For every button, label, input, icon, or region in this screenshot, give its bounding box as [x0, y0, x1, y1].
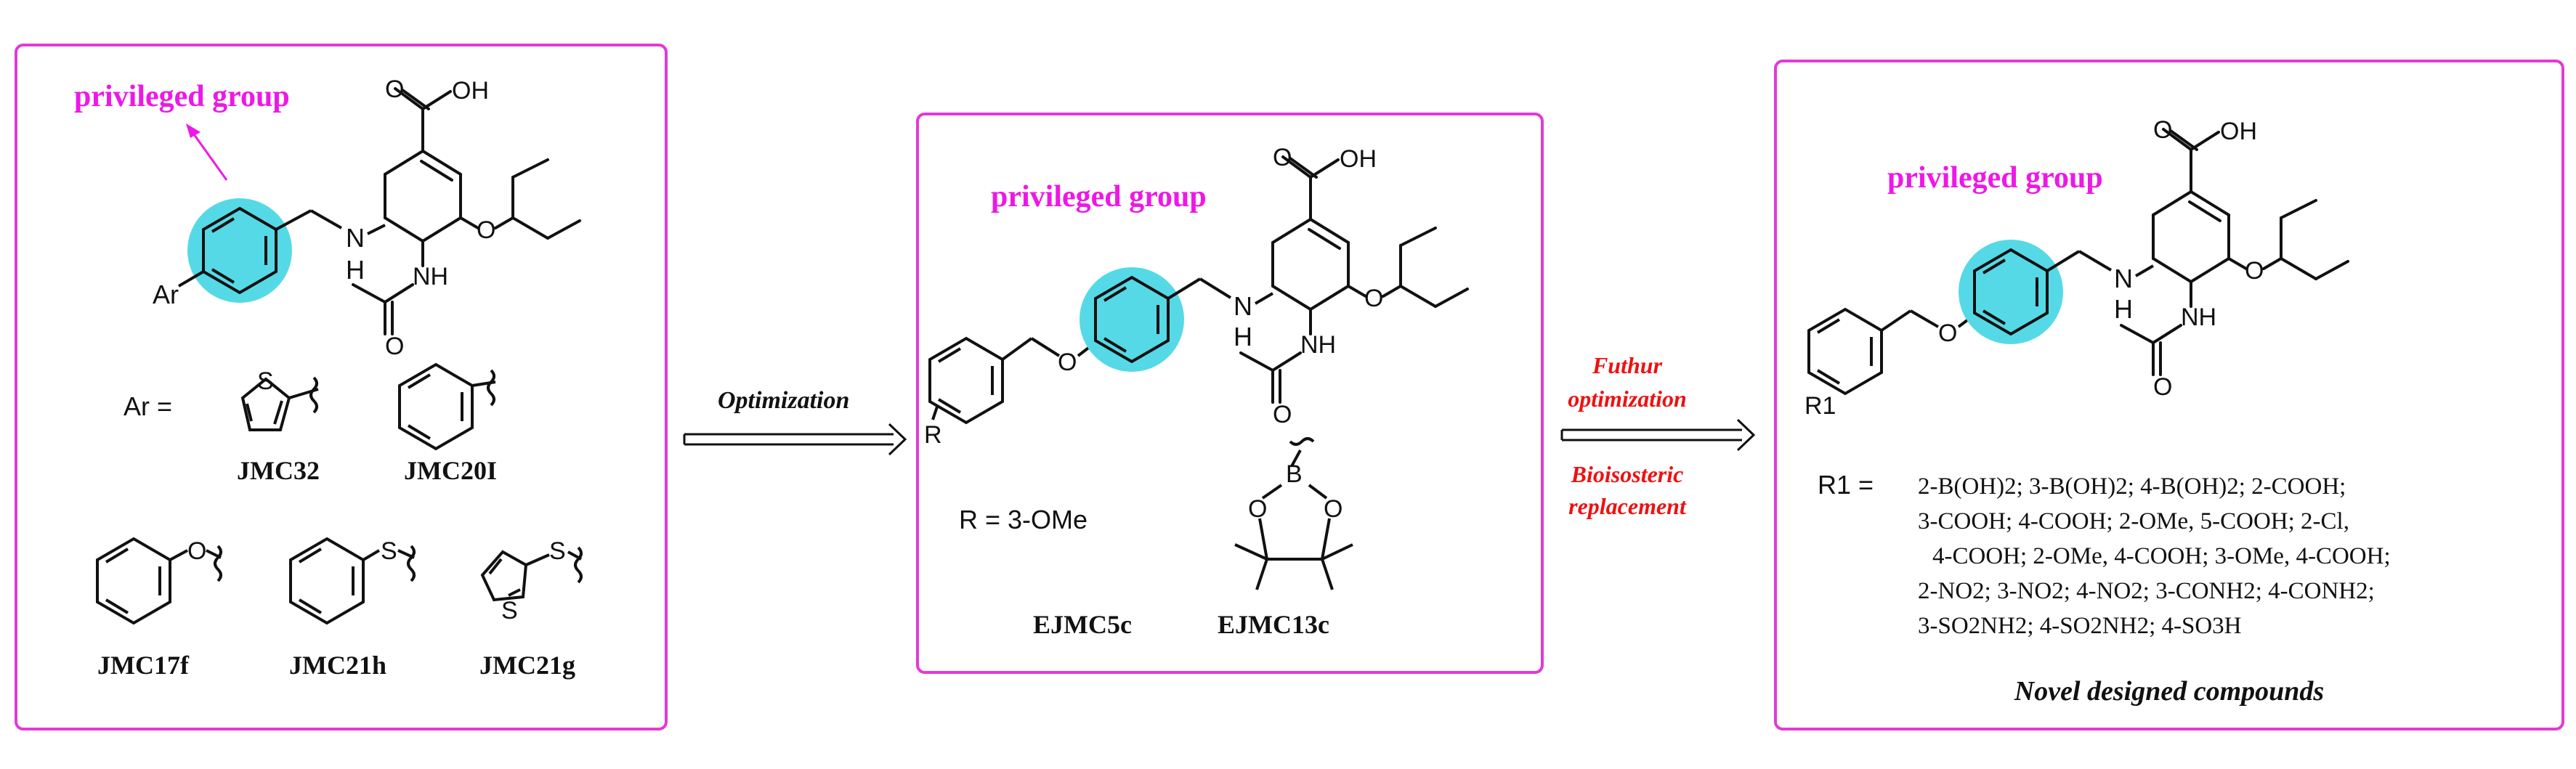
- jmc21g-label: JMC21g: [479, 651, 575, 680]
- panel-3-oh-label: OH: [2220, 118, 2257, 145]
- panel-1-linker: [275, 209, 312, 231]
- panel-1-nh-label: N: [346, 223, 365, 253]
- panel-2-o-carbonyl: O: [1273, 144, 1292, 171]
- panel-2-o-amide: O: [1273, 401, 1292, 428]
- panel-1-h-label: H: [346, 255, 365, 285]
- panel-3-o-carbonyl: O: [2153, 116, 2172, 144]
- jmc32-label: JMC32: [237, 456, 320, 485]
- panel-1-ar-bond: [177, 270, 205, 288]
- panel-2-nh-label: N: [1234, 291, 1252, 321]
- jmc20i-benzene: [398, 363, 474, 450]
- jmc21h-attachment: [362, 545, 416, 582]
- panel-1-pointer-line: [189, 129, 228, 181]
- jmc20i-label: JMC20I: [404, 456, 497, 485]
- jmc32-s-atom: S: [257, 367, 274, 395]
- panel-3-substituent-list: 2-B(OH)2; 3-B(OH)2; 4-B(OH)2; 2-COOH; 3-…: [1918, 473, 2391, 639]
- panel-2-core-scaffold: [1239, 155, 1469, 404]
- panel-3-o-ether: O: [2245, 257, 2264, 285]
- panel-2-o-ether-linker: O: [1058, 349, 1077, 376]
- panel-2-r-bond: [931, 406, 939, 420]
- ejmc13c-label: EJMC13c: [1218, 610, 1329, 639]
- panel-2-h-label: H: [1234, 322, 1252, 351]
- panel-2-benzyloxy-linker: [1001, 337, 1098, 361]
- panel-2-oh-label: OH: [1340, 145, 1377, 173]
- panel-2-privileged-label: privileged group: [991, 180, 1207, 213]
- jmc32-thiophene: [240, 376, 319, 431]
- substituent-line-5: 3-SO2NH2; 4-SO2NH2; 4-SO3H: [1918, 613, 2242, 639]
- substituent-line-2: 3-COOH; 4-COOH; 2-OMe, 5-COOH; 2-Cl,: [1918, 508, 2349, 534]
- substituent-line-1: 2-B(OH)2; 3-B(OH)2; 4-B(OH)2; 2-COOH;: [1918, 473, 2346, 500]
- jmc21h-benzene: [289, 537, 365, 624]
- panel-3-o-amide: O: [2153, 373, 2172, 401]
- panel-3-r1-substituent: R1: [1805, 392, 1836, 420]
- panel-3-h-label: H: [2114, 294, 2133, 324]
- panel-2-r-equals: R = 3-OMe: [959, 505, 1087, 534]
- panel-2-linker-2: [1199, 277, 1232, 299]
- panel-2-frame: [916, 113, 1544, 674]
- jmc21h-s-atom: S: [381, 537, 397, 565]
- ejmc5c-label: EJMC5c: [1033, 610, 1132, 639]
- arrow-2-label-top-1: Futhur: [1592, 352, 1663, 378]
- panel-3-nh-label: N: [2114, 264, 2133, 293]
- panel-3-o-ether-linker: O: [1938, 320, 1957, 347]
- panel-2-r-substituent: R: [924, 421, 942, 449]
- panel-3-frame: [1774, 60, 2564, 731]
- panel-3-benzyloxy-linker: [1880, 309, 1977, 332]
- panel-3-privileged-label: privileged group: [1887, 161, 2103, 195]
- arrow-1-label: Optimization: [718, 387, 849, 414]
- jmc20i-attachment: [471, 369, 496, 407]
- arrow-1: [683, 423, 907, 456]
- arrow-2-label-bot-2: replacement: [1568, 493, 1687, 519]
- panel-3-linker: [2046, 250, 2081, 272]
- panel-1-pointer-arrowhead: [186, 123, 201, 138]
- jmc17f-o-atom: O: [187, 537, 206, 565]
- panel-1-ar-equals: Ar =: [123, 391, 172, 421]
- panel-1-privileged-label: privileged group: [74, 80, 290, 113]
- arrow-2: [1560, 418, 1756, 452]
- substituent-line-3: 4-COOH; 2-OMe, 4-COOH; 3-OMe, 4-COOH;: [1932, 543, 2391, 569]
- panel-3-n-ring-bond: [2134, 264, 2155, 277]
- panel-1-core-scaffold: [352, 87, 581, 335]
- panel-1-ar-substituent: Ar: [153, 280, 179, 309]
- panel-1-o-ether: O: [477, 216, 495, 244]
- panel-1-frame: [15, 44, 668, 731]
- panel-2-o-ether: O: [1364, 285, 1383, 312]
- ejmc13c-o-left: O: [1248, 495, 1267, 523]
- jmc21g-s-link: S: [549, 537, 566, 565]
- jmc17f-benzene: [96, 537, 171, 624]
- panel-3-core-scaffold: [2120, 128, 2349, 376]
- panel-3-r1-equals: R1 =: [1818, 470, 1874, 500]
- jmc21h-label: JMC21h: [289, 651, 386, 680]
- jmc17f-label: JMC17f: [97, 651, 190, 680]
- panel-1-nh-amide: NH: [413, 263, 448, 290]
- panel-2-r-benzene: [928, 337, 1004, 424]
- panel-1-oh-label: OH: [452, 77, 489, 105]
- panel-2-nh-amide: NH: [1300, 331, 1336, 359]
- panel-2-n-ring-bond: [1254, 292, 1274, 305]
- panel-3-linker-2: [2078, 250, 2113, 272]
- jmc17f-attachment: [169, 545, 222, 582]
- jmc21g-thiophene: [480, 546, 583, 602]
- substituent-line-4: 2-NO2; 3-NO2; 4-NO2; 3-CONH2; 4-CONH2;: [1918, 578, 2375, 604]
- panel-1-n-ring-bond: [367, 224, 386, 235]
- arrow-2-label-bot-1: Bioisosteric: [1571, 461, 1684, 487]
- panel-3-r1-benzene: [1807, 308, 1883, 395]
- panel-1-o-carbonyl: O: [385, 76, 404, 103]
- ejmc13c-b-atom: B: [1286, 460, 1303, 488]
- panel-3-caption: Novel designed compounds: [2014, 676, 2324, 707]
- jmc21g-s-ring: S: [501, 597, 518, 624]
- panel-3-nh-amide: NH: [2181, 304, 2216, 331]
- ejmc13c-o-right: O: [1324, 495, 1342, 523]
- panel-2-linker: [1167, 277, 1202, 300]
- ejmc13c-pinacol-boronate: [1234, 437, 1353, 590]
- panel-1-linker-2: [310, 209, 342, 229]
- arrow-2-label-top-2: optimization: [1568, 386, 1687, 412]
- panel-1-o-amide: O: [385, 333, 404, 360]
